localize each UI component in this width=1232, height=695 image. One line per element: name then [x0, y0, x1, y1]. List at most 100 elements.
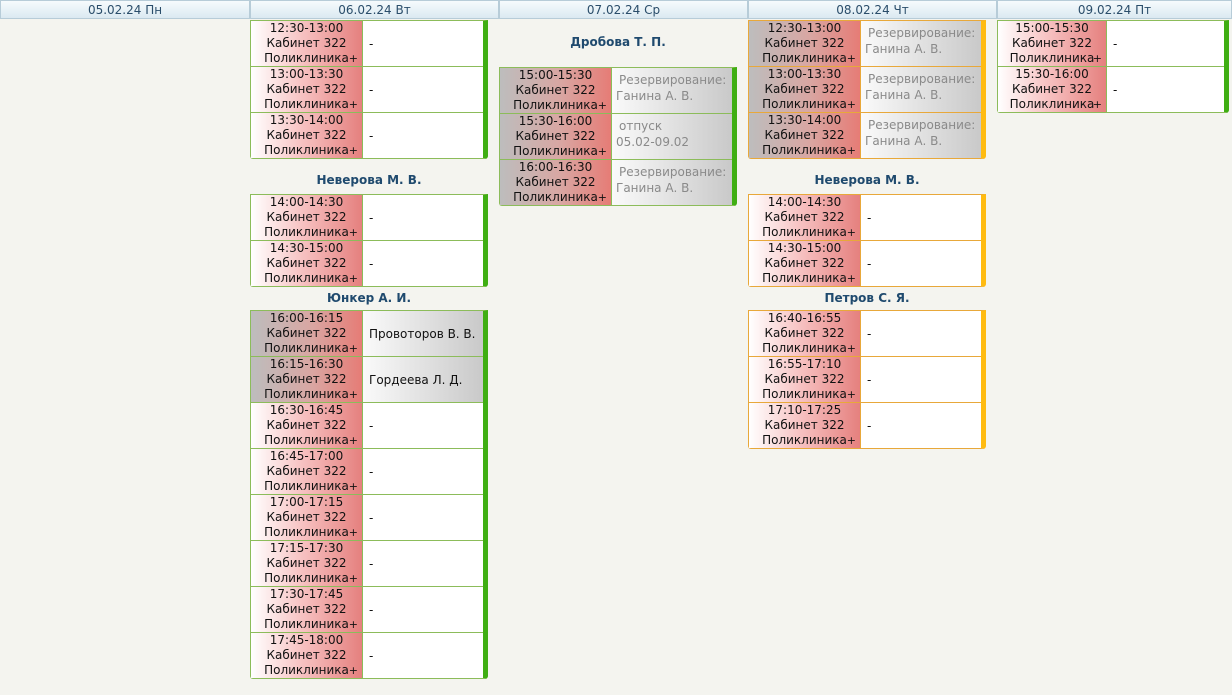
- slot-patient[interactable]: -: [867, 372, 872, 387]
- add-appointment-icon[interactable]: +: [348, 434, 358, 447]
- slot-note[interactable]: Резервирование: Ганина А. В.: [861, 21, 981, 66]
- time-slot[interactable]: 16:45-17:00 Кабинет 322 Поликлиника + -: [251, 448, 483, 494]
- slot-info[interactable]: 17:10-17:25 Кабинет 322 Поликлиника +: [749, 403, 861, 448]
- time-slot[interactable]: 17:00-17:15 Кабинет 322 Поликлиника + -: [251, 494, 483, 540]
- slot-patient[interactable]: Провоторов В. В.: [363, 311, 483, 356]
- slot-patient[interactable]: -: [369, 510, 374, 525]
- add-appointment-icon[interactable]: +: [1092, 52, 1102, 65]
- add-appointment-icon[interactable]: +: [348, 272, 358, 285]
- slot-info[interactable]: 14:00-14:30 Кабинет 322 Поликлиника +: [251, 195, 363, 240]
- add-appointment-icon[interactable]: +: [348, 618, 358, 631]
- time-slot[interactable]: 12:30-13:00 Кабинет 322 Поликлиника + -: [251, 21, 483, 66]
- slot-info[interactable]: 15:30-16:00 Кабинет 322 Поликлиника +: [500, 114, 612, 159]
- slot-info[interactable]: 17:45-18:00 Кабинет 322 Поликлиника +: [251, 633, 363, 678]
- add-appointment-icon[interactable]: +: [846, 342, 856, 355]
- time-slot[interactable]: 13:00-13:30 Кабинет 322 Поликлиника + Ре…: [749, 66, 981, 112]
- add-appointment-icon[interactable]: +: [597, 145, 607, 158]
- time-slot[interactable]: 16:40-16:55 Кабинет 322 Поликлиника + -: [749, 311, 981, 356]
- day-header-fri[interactable]: 09.02.24 Пт: [997, 0, 1232, 19]
- time-slot[interactable]: 12:30-13:00 Кабинет 322 Поликлиника + Ре…: [749, 21, 981, 66]
- add-appointment-icon[interactable]: +: [846, 98, 856, 111]
- add-appointment-icon[interactable]: +: [846, 52, 856, 65]
- time-slot[interactable]: 15:30-16:00 Кабинет 322 Поликлиника + -: [998, 66, 1224, 112]
- time-slot[interactable]: 16:00-16:15 Кабинет 322 Поликлиника + Пр…: [251, 311, 483, 356]
- time-slot[interactable]: 16:55-17:10 Кабинет 322 Поликлиника + -: [749, 356, 981, 402]
- slot-info[interactable]: 16:55-17:10 Кабинет 322 Поликлиника +: [749, 357, 861, 402]
- slot-info[interactable]: 16:45-17:00 Кабинет 322 Поликлиника +: [251, 449, 363, 494]
- slot-patient[interactable]: Гордеева Л. Д.: [363, 357, 483, 402]
- add-appointment-icon[interactable]: +: [348, 144, 358, 157]
- slot-info[interactable]: 16:30-16:45 Кабинет 322 Поликлиника +: [251, 403, 363, 448]
- time-slot[interactable]: 13:30-14:00 Кабинет 322 Поликлиника + Ре…: [749, 112, 981, 158]
- slot-info[interactable]: 12:30-13:00 Кабинет 322 Поликлиника +: [749, 21, 861, 66]
- time-slot[interactable]: 17:10-17:25 Кабинет 322 Поликлиника + -: [749, 402, 981, 448]
- slot-info[interactable]: 16:15-16:30 Кабинет 322 Поликлиника +: [251, 357, 363, 402]
- time-slot[interactable]: 14:00-14:30 Кабинет 322 Поликлиника + -: [749, 195, 981, 240]
- slot-note[interactable]: Резервирование: Ганина А. В.: [861, 67, 981, 112]
- add-appointment-icon[interactable]: +: [348, 98, 358, 111]
- day-header-thu[interactable]: 08.02.24 Чт: [748, 0, 997, 19]
- time-slot[interactable]: 17:45-18:00 Кабинет 322 Поликлиника + -: [251, 632, 483, 678]
- slot-info[interactable]: 17:15-17:30 Кабинет 322 Поликлиника +: [251, 541, 363, 586]
- slot-info[interactable]: 14:30-15:00 Кабинет 322 Поликлиника +: [251, 241, 363, 286]
- slot-patient[interactable]: -: [1113, 82, 1118, 97]
- slot-info[interactable]: 13:00-13:30 Кабинет 322 Поликлиника +: [251, 67, 363, 112]
- time-slot[interactable]: 15:30-16:00 Кабинет 322 Поликлиника + от…: [500, 113, 732, 159]
- add-appointment-icon[interactable]: +: [348, 664, 358, 677]
- slot-patient[interactable]: -: [867, 256, 872, 271]
- slot-info[interactable]: 16:00-16:15 Кабинет 322 Поликлиника +: [251, 311, 363, 356]
- day-header-wed[interactable]: 07.02.24 Ср: [499, 0, 748, 19]
- time-slot[interactable]: 14:00-14:30 Кабинет 322 Поликлиника + -: [251, 195, 483, 240]
- add-appointment-icon[interactable]: +: [348, 342, 358, 355]
- slot-patient[interactable]: -: [369, 648, 374, 663]
- add-appointment-icon[interactable]: +: [597, 191, 607, 204]
- add-appointment-icon[interactable]: +: [1092, 98, 1102, 111]
- time-slot[interactable]: 14:30-15:00 Кабинет 322 Поликлиника + -: [749, 240, 981, 286]
- slot-patient[interactable]: -: [867, 418, 872, 433]
- add-appointment-icon[interactable]: +: [348, 388, 358, 401]
- slot-patient[interactable]: -: [369, 128, 374, 143]
- add-appointment-icon[interactable]: +: [348, 52, 358, 65]
- add-appointment-icon[interactable]: +: [348, 226, 358, 239]
- slot-info[interactable]: 14:30-15:00 Кабинет 322 Поликлиника +: [749, 241, 861, 286]
- slot-patient[interactable]: -: [369, 602, 374, 617]
- slot-info[interactable]: 17:30-17:45 Кабинет 322 Поликлиника +: [251, 587, 363, 632]
- slot-info[interactable]: 13:30-14:00 Кабинет 322 Поликлиника +: [749, 113, 861, 158]
- slot-info[interactable]: 16:40-16:55 Кабинет 322 Поликлиника +: [749, 311, 861, 356]
- slot-note[interactable]: Резервирование: Ганина А. В.: [612, 160, 732, 205]
- add-appointment-icon[interactable]: +: [597, 99, 607, 112]
- slot-patient[interactable]: -: [369, 464, 374, 479]
- slot-info[interactable]: 14:00-14:30 Кабинет 322 Поликлиника +: [749, 195, 861, 240]
- time-slot[interactable]: 13:00-13:30 Кабинет 322 Поликлиника + -: [251, 66, 483, 112]
- slot-note[interactable]: Резервирование: Ганина А. В.: [861, 113, 981, 158]
- time-slot[interactable]: 16:00-16:30 Кабинет 322 Поликлиника + Ре…: [500, 159, 732, 205]
- time-slot[interactable]: 17:15-17:30 Кабинет 322 Поликлиника + -: [251, 540, 483, 586]
- add-appointment-icon[interactable]: +: [348, 480, 358, 493]
- slot-note[interactable]: Резервирование: Ганина А. В.: [612, 68, 732, 113]
- add-appointment-icon[interactable]: +: [846, 272, 856, 285]
- slot-info[interactable]: 15:00-15:30 Кабинет 322 Поликлиника +: [500, 68, 612, 113]
- time-slot[interactable]: 15:00-15:30 Кабинет 322 Поликлиника + Ре…: [500, 68, 732, 113]
- slot-patient[interactable]: -: [867, 326, 872, 341]
- time-slot[interactable]: 16:15-16:30 Кабинет 322 Поликлиника + Го…: [251, 356, 483, 402]
- time-slot[interactable]: 15:00-15:30 Кабинет 322 Поликлиника + -: [998, 21, 1224, 66]
- slot-patient[interactable]: -: [369, 556, 374, 571]
- slot-patient[interactable]: -: [867, 210, 872, 225]
- day-header-mon[interactable]: 05.02.24 Пн: [0, 0, 250, 19]
- add-appointment-icon[interactable]: +: [846, 388, 856, 401]
- slot-patient[interactable]: -: [369, 82, 374, 97]
- slot-patient[interactable]: -: [369, 36, 374, 51]
- slot-info[interactable]: 15:30-16:00 Кабинет 322 Поликлиника +: [998, 67, 1107, 112]
- add-appointment-icon[interactable]: +: [348, 572, 358, 585]
- slot-info[interactable]: 17:00-17:15 Кабинет 322 Поликлиника +: [251, 495, 363, 540]
- add-appointment-icon[interactable]: +: [846, 144, 856, 157]
- add-appointment-icon[interactable]: +: [846, 434, 856, 447]
- slot-info[interactable]: 16:00-16:30 Кабинет 322 Поликлиника +: [500, 160, 612, 205]
- slot-note[interactable]: отпуск 05.02-09.02: [612, 114, 732, 159]
- time-slot[interactable]: 13:30-14:00 Кабинет 322 Поликлиника + -: [251, 112, 483, 158]
- time-slot[interactable]: 17:30-17:45 Кабинет 322 Поликлиника + -: [251, 586, 483, 632]
- slot-patient[interactable]: -: [369, 210, 374, 225]
- day-header-tue[interactable]: 06.02.24 Вт: [250, 0, 499, 19]
- slot-info[interactable]: 13:30-14:00 Кабинет 322 Поликлиника +: [251, 113, 363, 158]
- slot-patient[interactable]: -: [369, 418, 374, 433]
